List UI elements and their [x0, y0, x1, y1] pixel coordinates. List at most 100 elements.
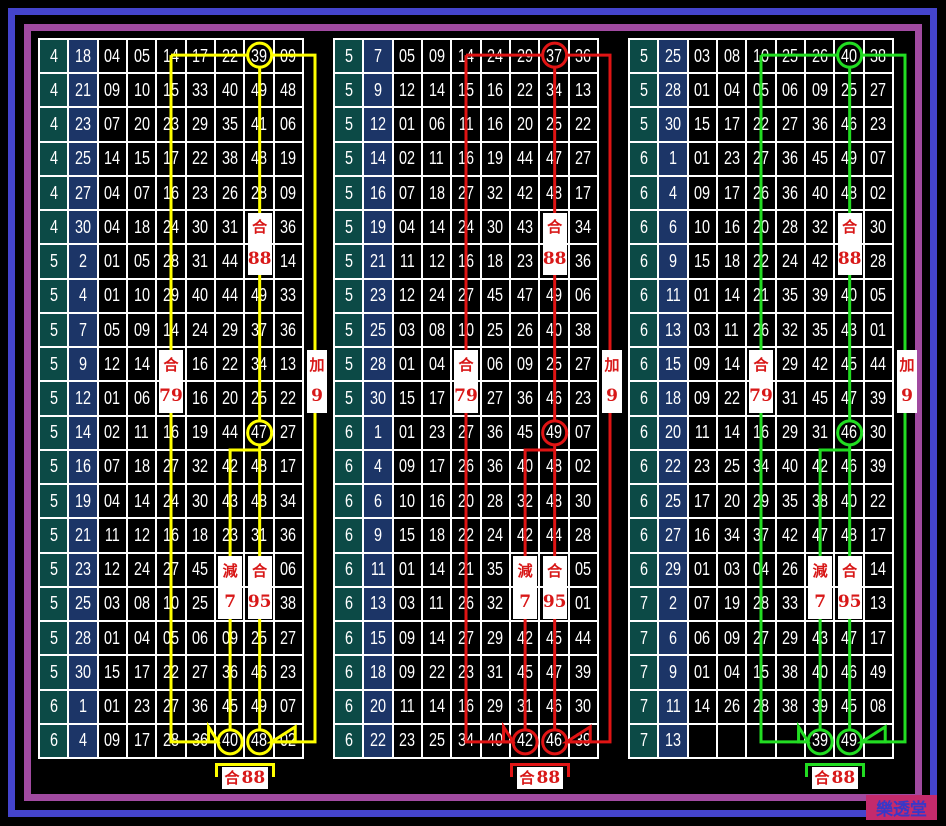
cell-value: 27 — [664, 524, 681, 545]
number-cell: 07 — [864, 142, 892, 175]
day-cell: 28 — [659, 74, 687, 107]
cell-value: 6 — [639, 285, 648, 306]
month-cell: 5 — [335, 245, 363, 278]
cell-value: 49 — [840, 730, 857, 751]
cell-value: 4 — [49, 148, 58, 169]
cell-value: 14 — [369, 148, 386, 169]
cell-value: 01 — [694, 79, 711, 100]
number-cell: 38 — [216, 142, 244, 175]
number-cell: 14 — [718, 416, 746, 449]
cell-value: 24 — [162, 216, 179, 237]
cell-value: 32 — [192, 456, 209, 477]
number-cell: 06 — [569, 279, 597, 312]
cell-value: 07 — [133, 182, 150, 203]
number-cell: 15 — [688, 108, 716, 141]
cell-value: 27 — [457, 422, 474, 443]
cell-value: 44 — [545, 524, 562, 545]
cell-value: 35 — [811, 319, 828, 340]
cell-value: 07 — [280, 696, 297, 717]
month-cell: 4 — [40, 40, 68, 73]
day-cell: 15 — [659, 348, 687, 381]
cell-value: 6 — [639, 353, 648, 374]
cell-value: 27 — [782, 114, 799, 135]
number-cell: 16 — [452, 142, 480, 175]
cell-value: 09 — [723, 627, 740, 648]
cell-value: 36 — [516, 387, 533, 408]
number-cell: 48 — [540, 485, 568, 518]
number-cell: 18 — [481, 245, 509, 278]
cell-value: 6 — [639, 387, 648, 408]
cell-value: 31 — [250, 524, 267, 545]
number-cell: 08 — [718, 40, 746, 73]
cell-value: 12 — [104, 353, 121, 374]
cell-value: 36 — [280, 319, 297, 340]
number-cell: 22 — [216, 40, 244, 73]
day-cell: 20 — [364, 690, 392, 723]
number-cell — [864, 724, 892, 757]
number-cell: 29 — [186, 108, 214, 141]
cell-value: 27 — [752, 627, 769, 648]
cell-value: 12 — [369, 114, 386, 135]
cell-value: 10 — [399, 490, 416, 511]
cell-value: 5 — [344, 285, 353, 306]
cell-value: 24 — [428, 285, 445, 306]
number-cell: 36 — [274, 211, 302, 244]
month-cell: 6 — [335, 690, 363, 723]
number-cell: 42 — [511, 724, 539, 757]
cell-value: 30 — [870, 422, 887, 443]
number-cell: 01 — [864, 313, 892, 347]
day-cell: 4 — [659, 176, 687, 210]
cell-value: 28 — [369, 353, 386, 374]
cell-value: 10 — [162, 593, 179, 614]
cell-value: 28 — [752, 696, 769, 717]
number-cell: 17 — [864, 519, 892, 552]
number-cell: 12 — [98, 553, 126, 586]
cell-value: 26 — [752, 319, 769, 340]
day-cell: 6 — [364, 485, 392, 518]
sum-bottom-label-char: 合 — [547, 561, 563, 580]
cell-value: 22 — [280, 387, 297, 408]
cell-value: 47 — [545, 661, 562, 682]
cell-value: 43 — [221, 490, 238, 511]
cell-value: 4 — [49, 45, 58, 66]
cell-value: 17 — [575, 182, 592, 203]
month-cell: 6 — [335, 587, 363, 621]
number-cell: 22 — [864, 485, 892, 518]
number-cell: 01 — [98, 622, 126, 655]
day-cell: 12 — [69, 382, 97, 415]
number-cell: 35 — [481, 553, 509, 586]
number-cell: 25 — [540, 348, 568, 381]
month-cell: 6 — [335, 656, 363, 689]
cell-value: 40 — [192, 285, 209, 306]
month-cell: 4 — [40, 142, 68, 175]
cell-value: 01 — [694, 148, 711, 169]
cell-value: 18 — [723, 251, 740, 272]
number-cell: 48 — [245, 450, 273, 484]
day-cell: 9 — [364, 74, 392, 107]
cell-value: 02 — [280, 730, 297, 751]
cell-value: 5 — [49, 353, 58, 374]
cell-value: 9 — [78, 353, 87, 374]
number-cell: 19 — [274, 142, 302, 175]
cell-value: 22 — [870, 490, 887, 511]
cell-value: 26 — [811, 45, 828, 66]
number-cell: 05 — [393, 40, 421, 73]
number-cell: 05 — [569, 553, 597, 586]
number-cell: 11 — [452, 108, 480, 141]
cell-value: 42 — [811, 251, 828, 272]
month-cell: 6 — [630, 450, 658, 484]
number-cell: 23 — [718, 142, 746, 175]
number-cell: 26 — [776, 553, 804, 586]
cell-value: 03 — [694, 319, 711, 340]
number-cell: 12 — [393, 279, 421, 312]
cell-value: 6 — [639, 490, 648, 511]
sum-left-label-value: 79 — [454, 385, 478, 406]
number-cell: 32 — [511, 485, 539, 518]
